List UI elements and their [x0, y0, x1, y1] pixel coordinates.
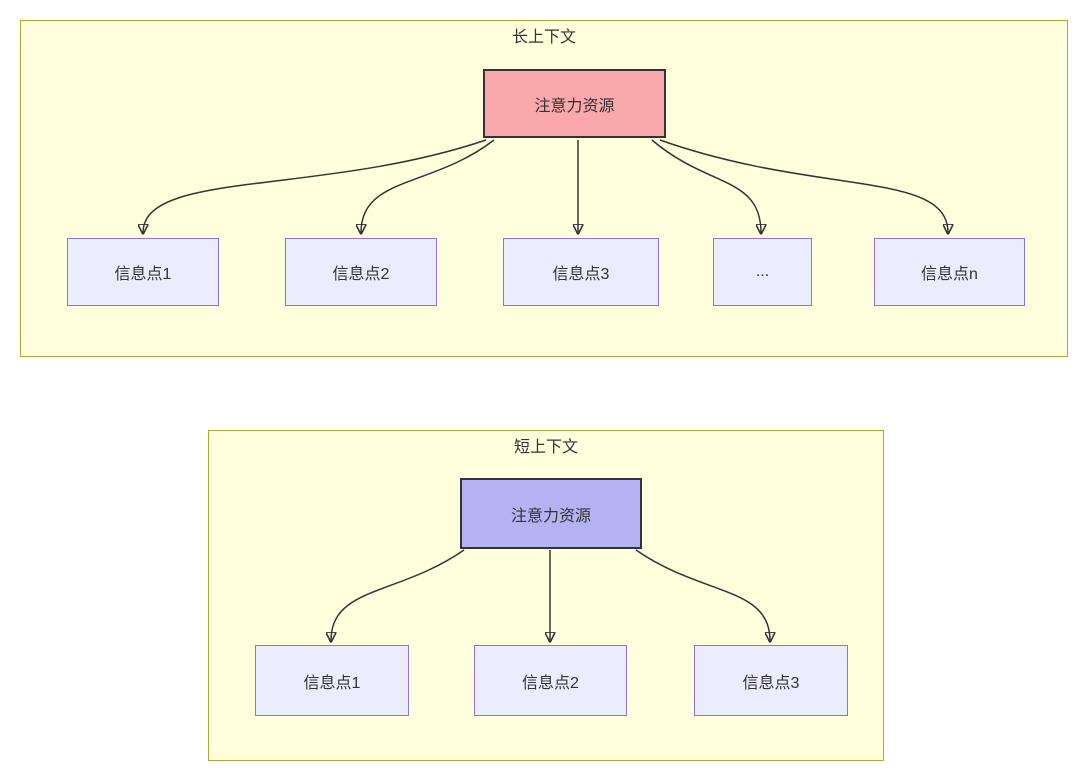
long-info-node-3: 信息点3 [503, 238, 659, 306]
long-info-node-2: 信息点2 [285, 238, 437, 306]
short-info-node-1: 信息点1 [255, 645, 409, 716]
long-attention-node: 注意力资源 [483, 69, 666, 138]
short-attention-node: 注意力资源 [460, 478, 642, 549]
short-info-label-1: 信息点1 [303, 674, 361, 692]
short-context-panel: 短上下文 注意力资源 信息点1 信息点2 信息点3 [208, 430, 884, 761]
long-info-label-ellipsis: ... [755, 263, 770, 280]
long-context-title: 长上下文 [511, 29, 576, 46]
short-info-label-3: 信息点3 [742, 674, 800, 692]
long-info-label-n: 信息点n [921, 266, 978, 283]
short-attention-label: 注意力资源 [510, 507, 591, 525]
short-info-label-2: 信息点2 [522, 674, 579, 692]
long-info-node-ellipsis: ... [713, 238, 812, 306]
long-info-node-1: 信息点1 [67, 238, 219, 306]
long-context-panel: 长上下文 注意力资源 信息点1 信息点2 信息点3 ... 信息点n [20, 20, 1068, 357]
long-info-label-1: 信息点1 [114, 266, 172, 283]
long-info-label-3: 信息点3 [552, 266, 610, 283]
short-context-title: 短上下文 [513, 439, 578, 456]
long-attention-label: 注意力资源 [534, 97, 615, 115]
long-info-node-n: 信息点n [874, 238, 1025, 306]
short-info-node-3: 信息点3 [694, 645, 848, 716]
long-info-label-2: 信息点2 [332, 266, 390, 283]
short-info-node-2: 信息点2 [474, 645, 627, 716]
